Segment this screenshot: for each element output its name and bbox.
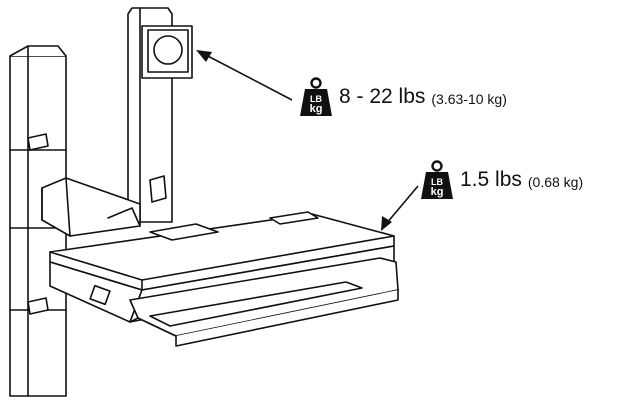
weight-icon-kg: kg [310,103,323,115]
articulating-arm [41,177,141,237]
monitor-weight-lbs: 8 - 22 lbs [339,85,426,108]
tray-weight-lbs: 1.5 lbs [460,168,522,191]
wall-rail [9,45,67,397]
weight-icon-lb: LB [310,94,322,104]
monitor-weight-kg: (3.63-10 kg) [431,90,507,107]
vesa-plate [141,25,193,79]
tray-weight-callout: LB kg 1.5 lbs (0.68 kg) [420,160,583,200]
tray-weight-kg: (0.68 kg) [527,173,584,190]
monitor-weight-callout: LB kg 8 - 22 lbs (3.63-10 kg) [299,77,507,117]
weight-icon-kg: kg [431,186,444,198]
work-surface [49,211,395,291]
arrow-tray [381,185,419,231]
arrow-monitor [196,50,293,101]
keyboard-tray [49,245,399,347]
weight-icon: LB kg [421,160,453,199]
weight-icon: LB kg [300,77,332,116]
weight-icon-lb: LB [431,177,443,187]
